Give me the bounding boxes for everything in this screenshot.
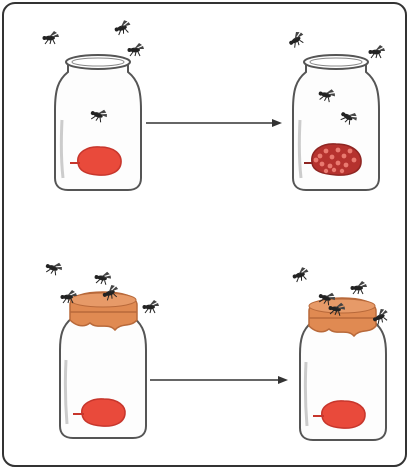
cloth-cover-icon [69, 291, 138, 332]
fresh-meat-covered-after [313, 400, 366, 429]
fresh-meat-before [70, 146, 122, 176]
fresh-meat-covered-before [73, 398, 126, 427]
cloth-cover-icon [308, 297, 377, 338]
maggot-covered-meat [304, 143, 362, 176]
arrow-icon [150, 376, 288, 384]
arrow-icon [146, 119, 282, 127]
